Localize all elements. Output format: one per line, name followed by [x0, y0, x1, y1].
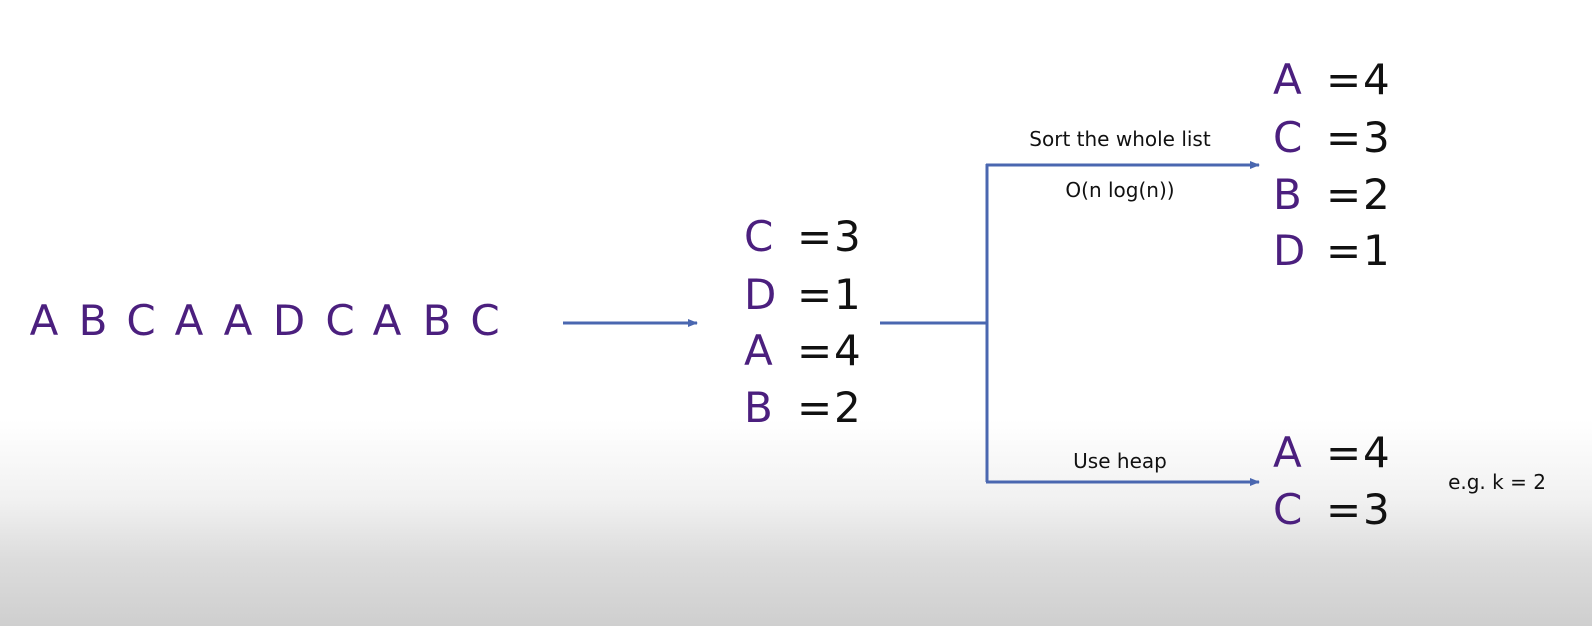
- sorted-pair: B = 2: [1273, 170, 1443, 220]
- count-value: 4: [834, 326, 861, 375]
- count-value: 2: [834, 383, 861, 432]
- sequence-letter: A: [223, 296, 253, 345]
- count-value: 1: [834, 270, 861, 319]
- count-key: D: [744, 270, 777, 319]
- heap-k-note: e.g. k = 2: [1448, 470, 1546, 494]
- count-pair: C = 3: [744, 212, 914, 262]
- heap-pair: A = 4: [1273, 428, 1443, 478]
- heap-value: 3: [1363, 485, 1390, 534]
- sequence-letter: C: [325, 296, 355, 345]
- sequence-letter: A: [372, 296, 402, 345]
- sorted-key: D: [1273, 226, 1306, 275]
- count-value: 3: [834, 212, 861, 261]
- equals-sign: =: [1326, 226, 1362, 275]
- equals-sign: =: [797, 270, 833, 319]
- equals-sign: =: [797, 383, 833, 432]
- heap-value: 4: [1363, 428, 1390, 477]
- heap-pair: C = 3: [1273, 485, 1443, 535]
- sorted-value: 3: [1363, 113, 1390, 162]
- sort-complexity-label: O(n log(n)): [1065, 178, 1175, 202]
- sorted-key: B: [1273, 170, 1302, 219]
- equals-sign: =: [1326, 170, 1362, 219]
- sorted-value: 2: [1363, 170, 1390, 219]
- sorted-value: 4: [1363, 55, 1390, 104]
- equals-sign: =: [1326, 485, 1362, 534]
- count-pair: A = 4: [744, 326, 914, 376]
- equals-sign: =: [1326, 113, 1362, 162]
- equals-sign: =: [1326, 55, 1362, 104]
- sequence-letter: A: [29, 296, 59, 345]
- sorted-pair: D = 1: [1273, 226, 1443, 276]
- heap-key: A: [1273, 428, 1302, 477]
- sequence-letter: A: [174, 296, 204, 345]
- equals-sign: =: [1326, 428, 1362, 477]
- sequence-letter: B: [422, 296, 452, 345]
- sorted-pair: A = 4: [1273, 55, 1443, 105]
- count-key: A: [744, 326, 773, 375]
- count-pair: D = 1: [744, 270, 914, 320]
- heap-key: C: [1273, 485, 1303, 534]
- sequence-letter: C: [470, 296, 500, 345]
- sort-branch-label: Sort the whole list: [1029, 127, 1211, 151]
- sequence-letter: B: [78, 296, 108, 345]
- equals-sign: =: [797, 212, 833, 261]
- count-key: C: [744, 212, 774, 261]
- sequence-letter: C: [126, 296, 156, 345]
- count-pair: B = 2: [744, 383, 914, 433]
- sorted-key: C: [1273, 113, 1303, 162]
- sorted-key: A: [1273, 55, 1302, 104]
- sequence-letter: D: [272, 296, 306, 345]
- equals-sign: =: [797, 326, 833, 375]
- sorted-value: 1: [1363, 226, 1390, 275]
- heap-branch-label: Use heap: [1073, 449, 1167, 473]
- sorted-pair: C = 3: [1273, 113, 1443, 163]
- count-key: B: [744, 383, 773, 432]
